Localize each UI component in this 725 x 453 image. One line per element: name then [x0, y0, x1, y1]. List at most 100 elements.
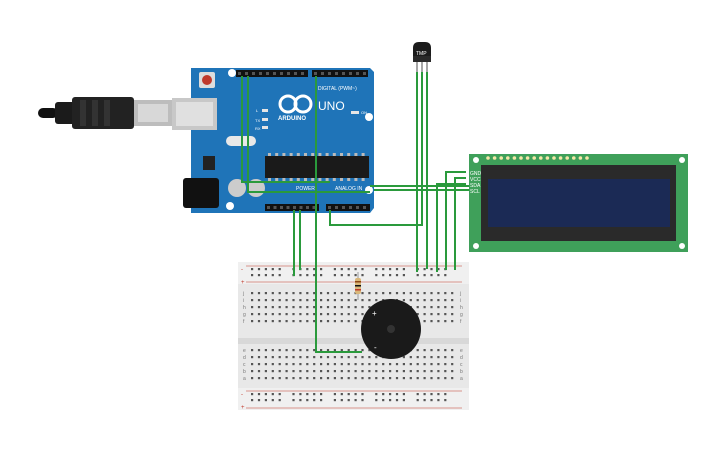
- terminal-hole[interactable]: [361, 377, 364, 380]
- rail-hole[interactable]: [382, 393, 385, 396]
- terminal-hole[interactable]: [251, 370, 254, 373]
- terminal-hole[interactable]: [326, 377, 330, 380]
- terminal-hole[interactable]: [354, 313, 357, 316]
- terminal-hole[interactable]: [354, 349, 357, 352]
- terminal-hole[interactable]: [333, 299, 336, 302]
- terminal-hole[interactable]: [347, 320, 350, 323]
- terminal-hole[interactable]: [278, 356, 281, 359]
- terminal-hole[interactable]: [395, 363, 399, 366]
- terminal-hole[interactable]: [285, 356, 288, 359]
- terminal-hole[interactable]: [299, 320, 302, 323]
- rail-hole[interactable]: [306, 268, 309, 271]
- terminal-hole[interactable]: [416, 313, 419, 316]
- terminal-hole[interactable]: [292, 377, 295, 380]
- rail-hole[interactable]: [278, 393, 281, 396]
- terminal-hole[interactable]: [257, 292, 261, 295]
- terminal-hole[interactable]: [313, 320, 316, 323]
- terminal-hole[interactable]: [389, 363, 392, 366]
- terminal-hole[interactable]: [368, 349, 371, 352]
- terminal-hole[interactable]: [251, 313, 254, 316]
- terminal-hole[interactable]: [257, 306, 261, 309]
- header-pin[interactable]: [287, 72, 290, 75]
- terminal-hole[interactable]: [251, 349, 254, 352]
- rail-hole[interactable]: [320, 393, 323, 396]
- terminal-hole[interactable]: [320, 349, 323, 352]
- header-pin[interactable]: [349, 206, 352, 209]
- terminal-hole[interactable]: [416, 292, 419, 295]
- terminal-hole[interactable]: [416, 306, 419, 309]
- terminal-hole[interactable]: [375, 356, 378, 359]
- terminal-hole[interactable]: [251, 306, 254, 309]
- terminal-hole[interactable]: [340, 349, 343, 352]
- rail-hole[interactable]: [251, 393, 254, 396]
- terminal-hole[interactable]: [437, 306, 440, 309]
- header-pin[interactable]: [356, 206, 359, 209]
- terminal-hole[interactable]: [354, 299, 357, 302]
- terminal-hole[interactable]: [271, 292, 274, 295]
- terminal-hole[interactable]: [278, 320, 281, 323]
- terminal-hole[interactable]: [292, 370, 295, 373]
- terminal-hole[interactable]: [409, 356, 412, 359]
- terminal-hole[interactable]: [444, 363, 447, 366]
- terminal-hole[interactable]: [437, 299, 440, 302]
- terminal-hole[interactable]: [347, 377, 350, 380]
- terminal-hole[interactable]: [430, 306, 433, 309]
- rail-hole[interactable]: [278, 399, 281, 402]
- rail-hole[interactable]: [416, 274, 419, 277]
- terminal-hole[interactable]: [416, 370, 419, 373]
- terminal-hole[interactable]: [264, 320, 267, 323]
- rail-hole[interactable]: [306, 393, 309, 396]
- terminal-hole[interactable]: [326, 299, 330, 302]
- rail-hole[interactable]: [320, 268, 323, 271]
- terminal-hole[interactable]: [416, 363, 419, 366]
- terminal-hole[interactable]: [278, 292, 281, 295]
- rail-hole[interactable]: [251, 399, 254, 402]
- terminal-hole[interactable]: [306, 377, 309, 380]
- terminal-hole[interactable]: [361, 292, 364, 295]
- terminal-hole[interactable]: [251, 292, 254, 295]
- terminal-hole[interactable]: [451, 356, 454, 359]
- terminal-hole[interactable]: [278, 349, 281, 352]
- rail-hole[interactable]: [382, 399, 385, 402]
- terminal-hole[interactable]: [264, 313, 267, 316]
- header-pin[interactable]: [349, 72, 352, 75]
- terminal-hole[interactable]: [257, 377, 261, 380]
- rail-hole[interactable]: [375, 393, 378, 396]
- rail-hole[interactable]: [313, 393, 316, 396]
- terminal-hole[interactable]: [340, 313, 343, 316]
- terminal-hole[interactable]: [416, 299, 419, 302]
- terminal-hole[interactable]: [444, 370, 447, 373]
- terminal-hole[interactable]: [402, 356, 405, 359]
- terminal-hole[interactable]: [451, 292, 454, 295]
- terminal-hole[interactable]: [437, 292, 440, 295]
- terminal-hole[interactable]: [285, 299, 288, 302]
- terminal-hole[interactable]: [333, 292, 336, 295]
- header-pin[interactable]: [273, 206, 277, 209]
- terminal-hole[interactable]: [306, 356, 309, 359]
- rail-hole[interactable]: [292, 393, 295, 396]
- terminal-hole[interactable]: [409, 292, 412, 295]
- terminal-hole[interactable]: [437, 313, 440, 316]
- terminal-hole[interactable]: [347, 292, 350, 295]
- terminal-hole[interactable]: [320, 363, 323, 366]
- terminal-hole[interactable]: [278, 377, 281, 380]
- terminal-hole[interactable]: [320, 292, 323, 295]
- terminal-hole[interactable]: [437, 377, 440, 380]
- terminal-hole[interactable]: [368, 370, 371, 373]
- terminal-hole[interactable]: [451, 306, 454, 309]
- terminal-hole[interactable]: [402, 370, 405, 373]
- arduino-uno-board[interactable]: UNO ARDUINO DIGITAL (PWM~) ANALOG IN POW…: [172, 68, 374, 213]
- terminal-hole[interactable]: [382, 292, 385, 295]
- terminal-hole[interactable]: [444, 292, 447, 295]
- terminal-hole[interactable]: [382, 377, 385, 380]
- terminal-hole[interactable]: [257, 313, 261, 316]
- header-pin[interactable]: [299, 206, 303, 209]
- piezo-buzzer[interactable]: + -: [361, 299, 421, 359]
- terminal-hole[interactable]: [389, 370, 392, 373]
- rail-hole[interactable]: [333, 399, 336, 402]
- terminal-hole[interactable]: [340, 292, 343, 295]
- terminal-hole[interactable]: [292, 349, 295, 352]
- terminal-hole[interactable]: [430, 377, 433, 380]
- terminal-hole[interactable]: [444, 377, 447, 380]
- header-pin[interactable]: [328, 206, 331, 209]
